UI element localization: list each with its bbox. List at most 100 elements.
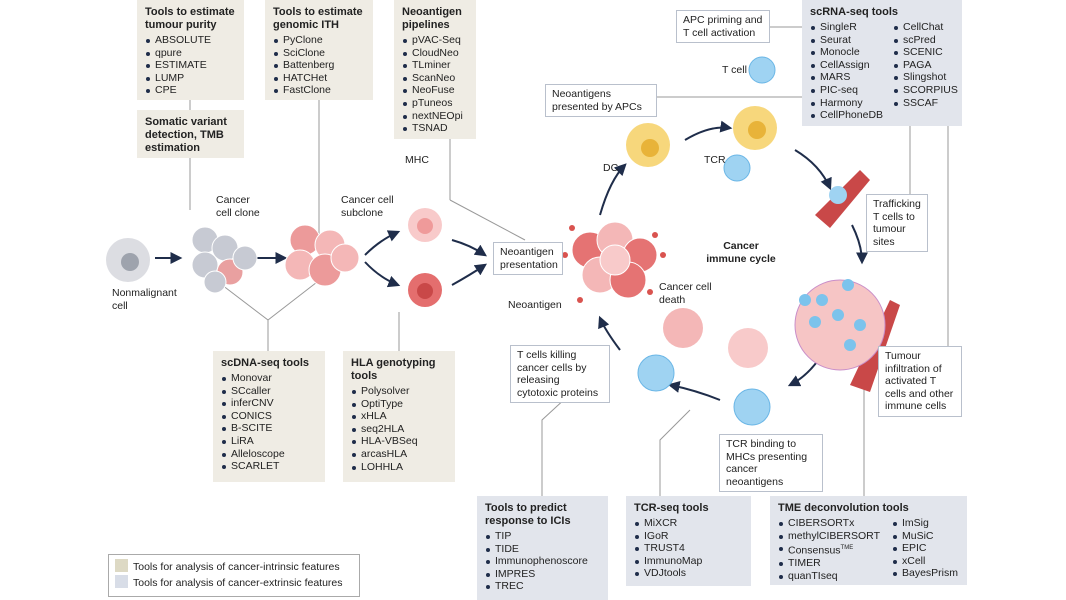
legend-item-extrinsic: Tools for analysis of cancer-extrinsic f… [115,575,353,591]
tool-item: arcasHLA [351,448,447,461]
tool-item: TIMER [778,557,882,570]
tool-item: NeoFuse [402,84,468,97]
legend-item-intrinsic: Tools for analysis of cancer-intrinsic f… [115,559,353,575]
hla-genotyping-tools-box: HLA genotyping tools Polysolver OptiType… [343,351,455,482]
box-title: scRNA-seq tools [810,6,899,18]
tool-item: CONICS [221,410,317,423]
tcr-seq-tools-box: TCR-seq tools MiXCR IGoR TRUST4 ImmunoMa… [626,496,751,586]
callout-tcr-binding: TCR binding to MHCs presenting cancer ne… [719,434,823,493]
tool-item: CIBERSORTx [778,517,882,530]
legend-label: Tools for analysis of cancer-extrinsic f… [133,577,343,589]
tool-item: LUMP [145,72,236,85]
ici-response-tools-box: Tools to predict response to ICIs TIP TI… [477,496,608,600]
tool-item: LOHHLA [351,461,447,474]
callout-tumour-infiltration: Tumour infiltration of activated T cells… [878,346,962,417]
tool-item: CloudNeo [402,47,468,60]
tool-item: MuSiC [892,530,958,543]
tool-item: IMPRES [485,568,600,581]
somatic-variant-box: Somatic variant detection, TMB estimatio… [137,110,244,158]
tool-item: CellChat [893,21,958,34]
tool-item: ABSOLUTE [145,34,236,47]
tool-item: methylCIBERSORT [778,530,882,543]
tool-item: SSCAF [893,97,958,110]
tool-item: Monovar [221,372,317,385]
cancer-cell-subclone [284,224,360,287]
tool-item: BayesPrism [892,567,958,580]
tool-item: Alleloscope [221,448,317,461]
mhc-cell-top [408,208,442,242]
tool-item: SingleR [810,21,883,34]
box-title: Tools to predict response to ICIs [485,502,571,527]
legend-swatch-extrinsic [115,575,128,588]
tool-item: HATCHet [273,72,365,85]
tool-item: TLminer [402,59,468,72]
tool-item: inferCNV [221,397,317,410]
box-title: scDNA-seq tools [221,357,310,369]
tool-item: pTuneos [402,97,468,110]
tool-item: TIDE [485,543,600,556]
label-dc: DC [603,162,619,174]
tool-item: TSNAD [402,122,468,135]
tool-item: TREC [485,580,600,593]
label-cancer-immune-cycle: Cancer immune cycle [706,240,776,265]
tool-item: seq2HLA [351,423,447,436]
tool-item: ConsensusTME [778,542,882,557]
callout-t-cells-killing: T cells killing cancer cells by releasin… [510,345,610,404]
label-tcr: TCR [704,154,726,166]
box-title: TME deconvolution tools [778,502,909,514]
tool-item: ScanNeo [402,72,468,85]
tool-item: pVAC-Seq [402,34,468,47]
scdna-seq-tools-box: scDNA-seq tools Monovar SCcaller inferCN… [213,351,325,482]
tool-item: Battenberg [273,59,365,72]
tool-item: OptiType [351,398,447,411]
tool-item: B-SCITE [221,422,317,435]
label-cancer-cell-clone: Cancer cell clone [216,194,260,219]
genomic-ith-tools-box: Tools to estimate genomic ITH PyClone Sc… [265,0,373,100]
dying-cancer-cell [663,308,768,368]
tool-item: PIC-seq [810,84,883,97]
tool-item: scPred [893,34,958,47]
tool-item: CPE [145,84,236,97]
tool-item: TIP [485,530,600,543]
tool-item: MiXCR [634,517,743,530]
tool-item: quanTIseq [778,570,882,583]
tool-item: TRUST4 [634,542,743,555]
tool-item: ImSig [892,517,958,530]
label-nonmalignant-cell: Nonmalignant cell [112,287,177,312]
tool-item: SCORPIUS [893,84,958,97]
flow-arrows [155,120,868,401]
mhc-cell-bottom [408,273,442,307]
tool-item: SCARLET [221,460,317,473]
tool-item: HLA-VBSeq [351,435,447,448]
tool-item: nextNEOpi [402,110,468,123]
tool-item: MARS [810,71,883,84]
box-title: TCR-seq tools [634,502,709,514]
tool-item: qpure [145,47,236,60]
tool-item: SCENIC [893,46,958,59]
tumour-site [794,279,886,371]
tme-deconvolution-tools-box: TME deconvolution tools CIBERSORTx methy… [770,496,967,585]
tool-item: Monocle [810,46,883,59]
label-cancer-cell-subclone: Cancer cell subclone [341,194,394,219]
tool-item: VDJtools [634,567,743,580]
callout-neoantigen-presentation: Neoantigen presentation [493,242,563,276]
scrna-seq-tools-box: scRNA-seq tools SingleR Seurat Monocle C… [802,0,962,126]
label-cancer-cell-death: Cancer cell death [659,281,712,306]
t-cell [637,56,776,426]
callout-trafficking: Trafficking T cells to tumour sites [866,194,928,253]
tumour-purity-tools-box: Tools to estimate tumour purity ABSOLUTE… [137,0,244,100]
tool-item: CellAssign [810,59,883,72]
label-neoantigen: Neoantigen [508,299,562,311]
nonmalignant-cell [106,238,150,282]
legend: Tools for analysis of cancer-intrinsic f… [108,554,360,597]
tool-item: IGoR [634,530,743,543]
tool-item: SciClone [273,47,365,60]
box-title: Somatic variant detection, TMB estimatio… [145,116,227,154]
tool-item: Polysolver [351,385,447,398]
box-title: Tools to estimate tumour purity [145,6,235,31]
tool-superscript: TME [840,545,854,552]
neoantigen-pipelines-box: Neoantigen pipelines pVAC-Seq CloudNeo T… [394,0,476,139]
dendritic-cell [626,106,777,167]
tool-item: Seurat [810,34,883,47]
